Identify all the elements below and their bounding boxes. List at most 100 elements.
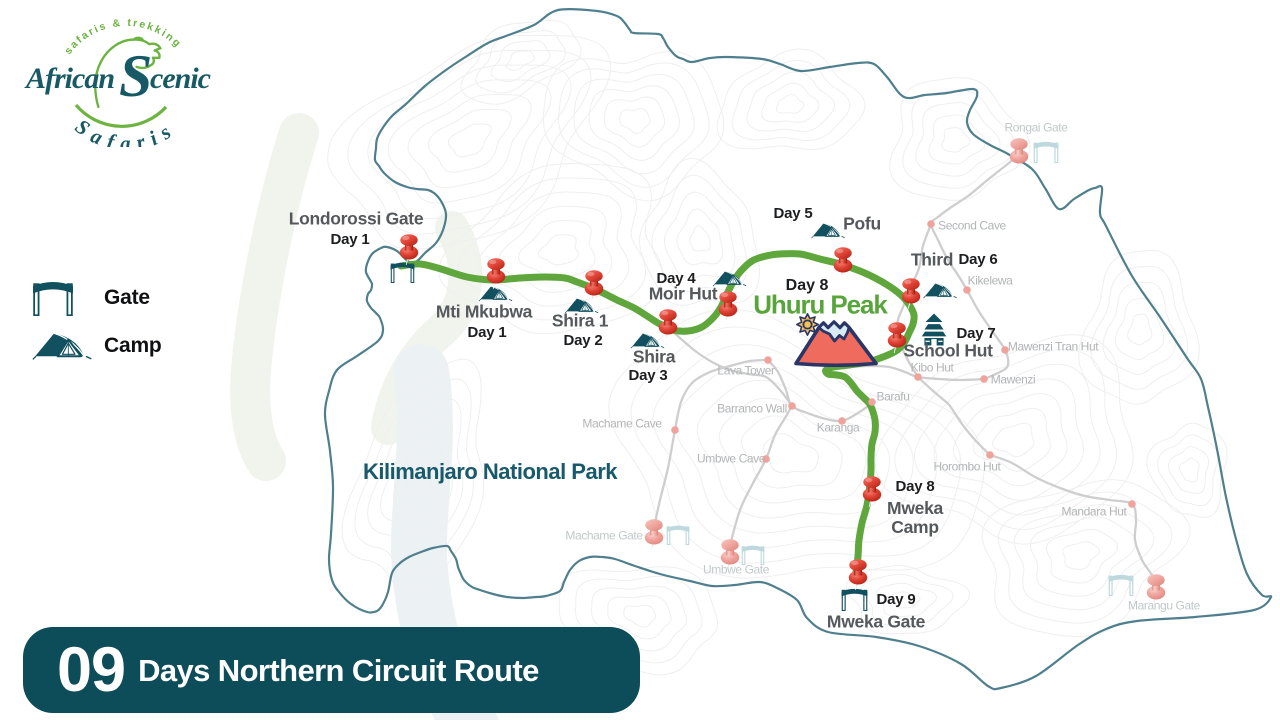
contour-ring: [902, 89, 1016, 189]
contour-ring: [676, 208, 724, 266]
contour-ring: [746, 71, 836, 132]
poi-label-rongai-gate: Rongai Gate: [1004, 120, 1068, 135]
contour-ring: [731, 59, 851, 141]
legend: Gate Camp: [32, 279, 232, 376]
stop-label-shira-1: Shira 1: [551, 310, 609, 331]
route-banner: 09 Days Northern Circuit Route: [23, 627, 640, 713]
stop-day-shira-1: Day 2: [563, 331, 603, 349]
contour-ring: [607, 595, 672, 640]
poi-label-kibo-hut: Kibo Hut: [910, 360, 954, 375]
stop-day-pofu: Day 5: [773, 204, 813, 222]
contour-ring: [740, 415, 843, 489]
banner-days-number: 09: [57, 634, 126, 705]
dot-mawenzi-tran-hut: [1001, 346, 1009, 354]
stop-label-mweka-gate: Mweka Gate: [826, 611, 926, 632]
dot-barafu: [868, 398, 876, 406]
trail-1: [766, 358, 874, 423]
contour-ring: [776, 94, 805, 114]
contour-ring: [367, 398, 464, 556]
pin-pofu: [833, 247, 853, 279]
contour-ring: [574, 575, 703, 664]
logo-word-african: African: [24, 62, 114, 95]
contour-ring: [630, 326, 962, 564]
stop-day-shira: Day 3: [628, 366, 668, 384]
contour-ring: [603, 96, 666, 148]
dot-horombo-hut: [986, 451, 994, 459]
gate-icon-marangu-gate: [1108, 573, 1134, 596]
tent-icon-pofu: [811, 222, 845, 239]
logo-arc-bottom-text: Safaris: [71, 114, 182, 147]
contour-ring: [1013, 503, 1155, 611]
dot-kikelewa: [963, 286, 971, 294]
dot-barranco-wall: [788, 402, 796, 410]
legend-row-gate: Gate: [32, 279, 232, 316]
banner-title: Days Northern Circuit Route: [138, 653, 539, 688]
stop-day-school-hut: Day 7: [956, 324, 996, 342]
watermark-swoosh-left: [230, 113, 319, 481]
poi-label-mawenzi: Mawenzi: [990, 372, 1036, 387]
gate-icon-graphic: [32, 279, 74, 316]
poi-label-machame-cave: Machame Cave: [582, 416, 662, 431]
legend-row-camp: Camp: [32, 331, 232, 361]
stop-label-londorossi-gate: Londorossi Gate: [288, 208, 424, 229]
contour-ring: [915, 102, 1001, 177]
poi-label-kikelewa: Kikelewa: [967, 273, 1013, 288]
poi-label-karanga: Karanga: [816, 420, 860, 435]
contour-ring: [890, 591, 921, 609]
contour-ring: [1146, 422, 1228, 518]
african-scenic-safaris-logo: safaris & trekking African S cenic Safar…: [24, 17, 212, 147]
contour-ring: [941, 127, 971, 153]
dot-mawenzi: [980, 375, 988, 383]
contour-ring: [327, 34, 612, 251]
contour-ring: [761, 82, 820, 123]
park-title: Kilimanjaro National Park: [362, 459, 618, 484]
mountain-icon-uhuru-peak: [792, 316, 880, 367]
contour-ring: [663, 191, 736, 279]
contour-ring: [763, 433, 819, 474]
contour-ring: [952, 393, 1068, 487]
contour-ring: [392, 438, 443, 519]
contour-ring: [475, 30, 566, 94]
contour-ring: [347, 49, 592, 235]
camp-icon: [32, 331, 104, 361]
dot-machame-cave: [671, 426, 679, 434]
stop-label-mweka-camp: Mweka Camp: [887, 497, 943, 537]
gate-icon-umbwe-gate: [741, 544, 765, 565]
pin-shira: [658, 309, 678, 341]
stop-day-mweka-camp: Day 8: [895, 477, 935, 495]
faded-pin-rongai-gate: [1009, 138, 1029, 170]
stop-day-uhuru-peak: Day 8: [785, 277, 829, 295]
contour-ring: [1102, 281, 1177, 376]
contour-ring: [718, 397, 867, 504]
contour-ring: [591, 585, 688, 652]
poi-label-machame-gate: Machame Gate: [565, 528, 643, 543]
contour-ring: [845, 564, 970, 635]
pin-londorossi-gate: [399, 234, 419, 266]
stop-day-third: Day 6: [958, 250, 998, 268]
poi-label-umbwe-gate: Umbwe Gate: [702, 562, 770, 577]
contour-ring: [341, 358, 485, 593]
stop-day-mti-mkubwa: Day 1: [467, 323, 507, 341]
contour-ring: [1115, 297, 1165, 361]
contour-ring: [716, 48, 866, 151]
trail-3: [670, 329, 794, 408]
contour-ring: [894, 349, 1118, 531]
contour-ring: [438, 163, 663, 335]
stop-label-shira: Shira: [632, 346, 676, 367]
stop-day-londorossi-gate: Day 1: [330, 230, 370, 248]
contour-ring: [651, 174, 748, 293]
tent-icon-third: [923, 282, 957, 299]
contour-ring: [380, 418, 453, 538]
trail-2: [728, 404, 794, 547]
trail-4: [844, 364, 986, 382]
contour-ring: [427, 108, 512, 173]
contour-ring: [652, 344, 938, 549]
stop-day-mweka-gate: Day 9: [876, 590, 916, 608]
poi-label-barafu: Barafu: [876, 389, 910, 404]
dot-second-cave: [927, 220, 935, 228]
contour-ring: [689, 225, 711, 252]
dot-lava-tower: [764, 356, 772, 364]
trail-5: [916, 375, 992, 457]
dot-umbwe-cave: [762, 455, 770, 463]
